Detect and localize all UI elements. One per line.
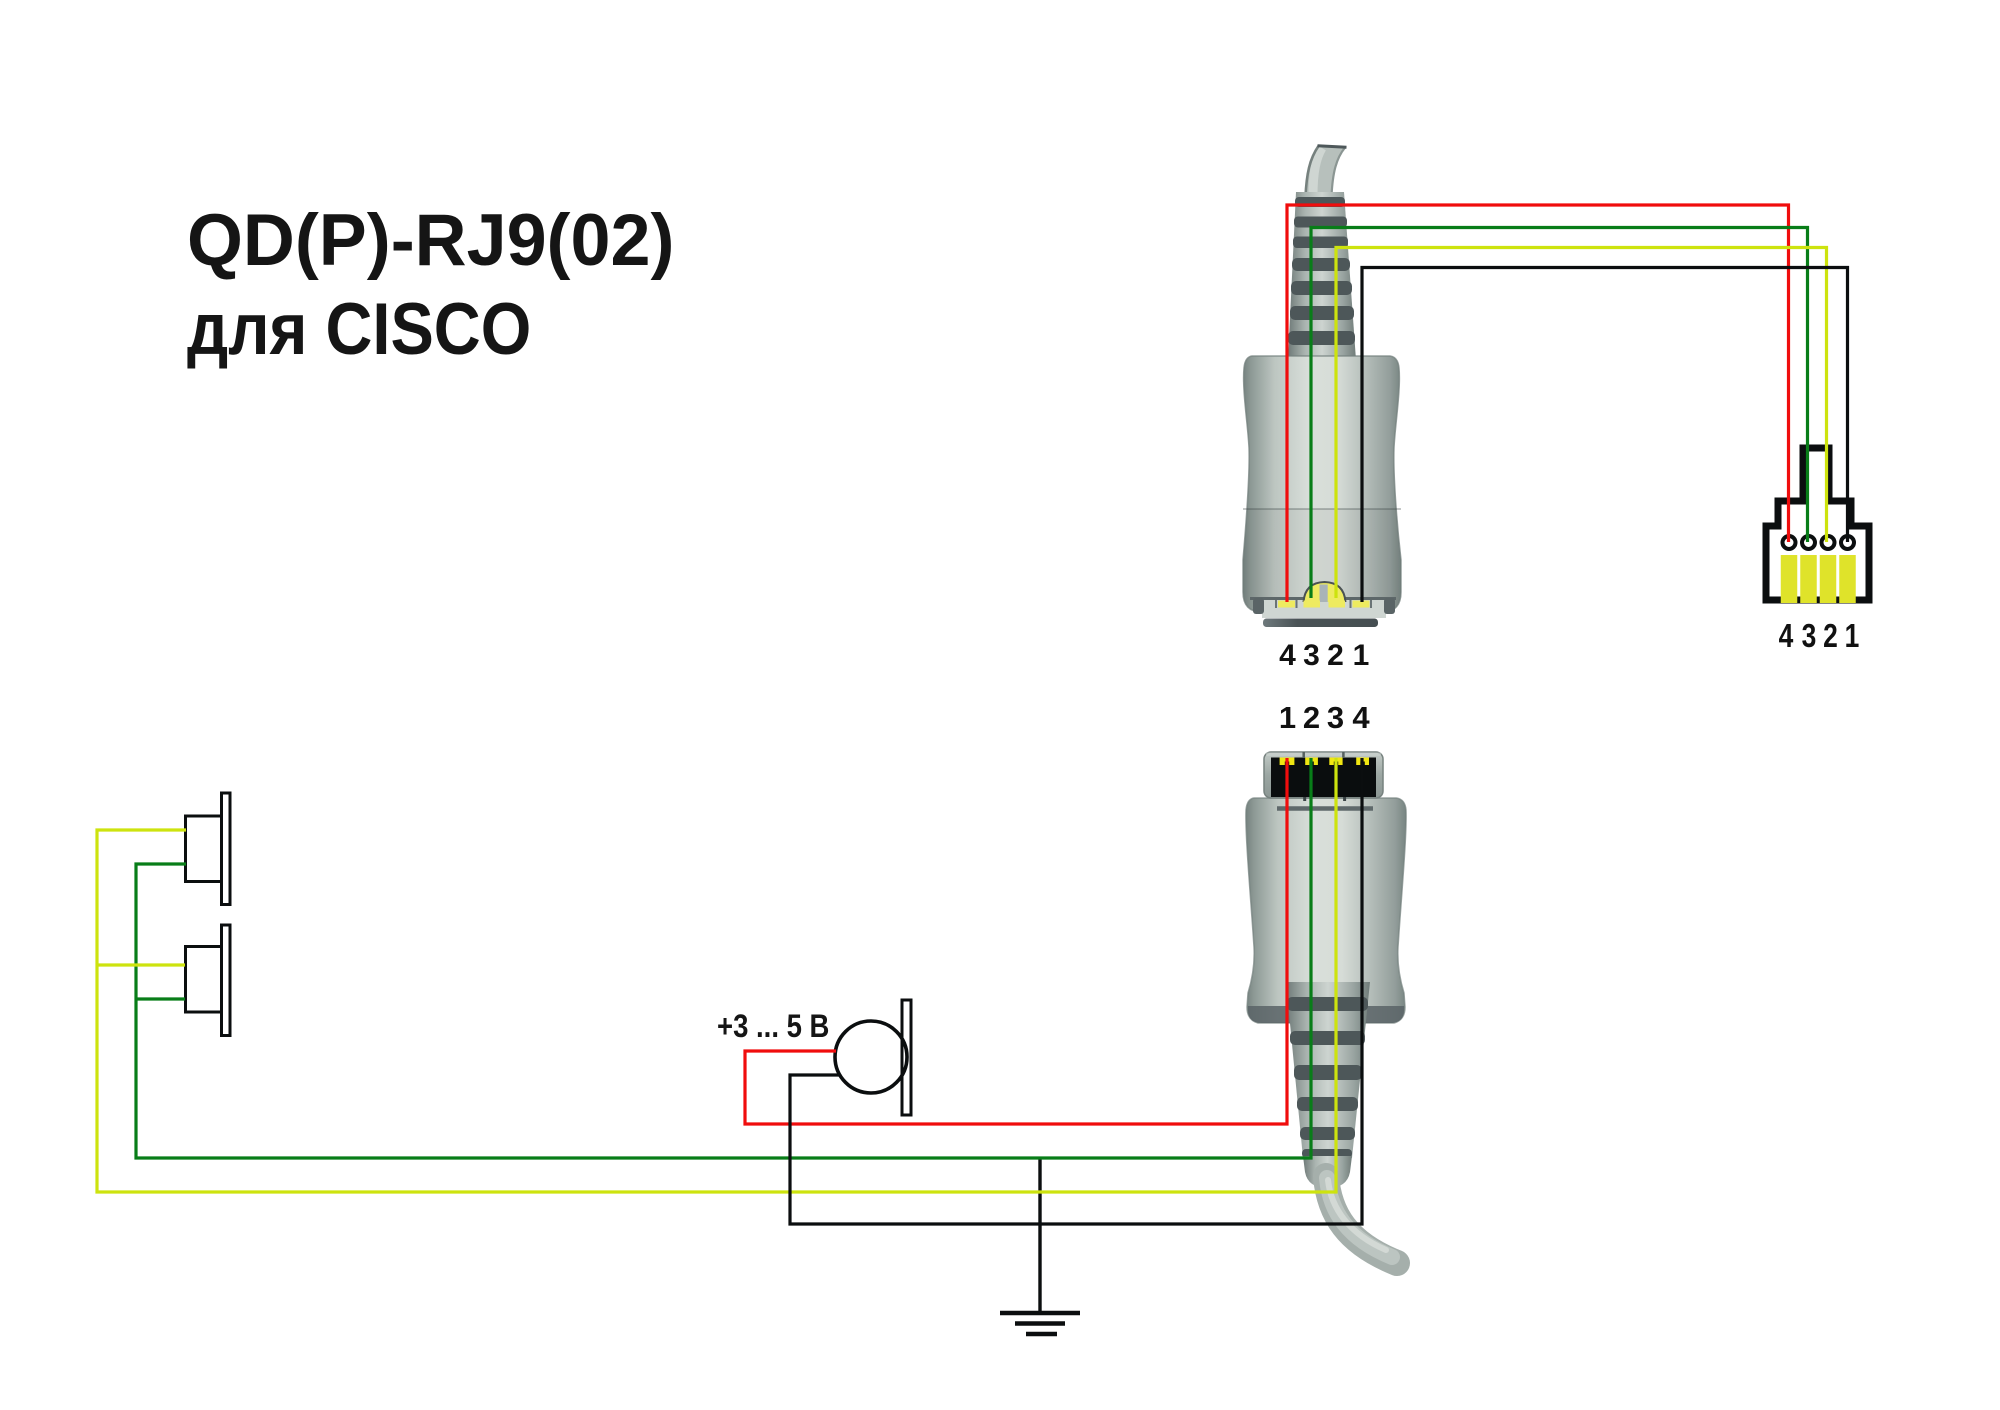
svg-text:3: 3 bbox=[1327, 700, 1344, 735]
svg-text:1: 1 bbox=[1353, 639, 1370, 672]
svg-text:2: 2 bbox=[1327, 639, 1344, 672]
svg-text:3: 3 bbox=[1802, 618, 1817, 654]
svg-text:2: 2 bbox=[1303, 700, 1320, 735]
svg-text:4: 4 bbox=[1352, 700, 1370, 735]
svg-text:3: 3 bbox=[1303, 639, 1320, 672]
svg-text:4: 4 bbox=[1279, 639, 1296, 672]
svg-text:1: 1 bbox=[1845, 618, 1860, 654]
svg-text:2: 2 bbox=[1823, 618, 1838, 654]
svg-text:1: 1 bbox=[1279, 700, 1296, 735]
svg-text:4: 4 bbox=[1779, 618, 1794, 654]
